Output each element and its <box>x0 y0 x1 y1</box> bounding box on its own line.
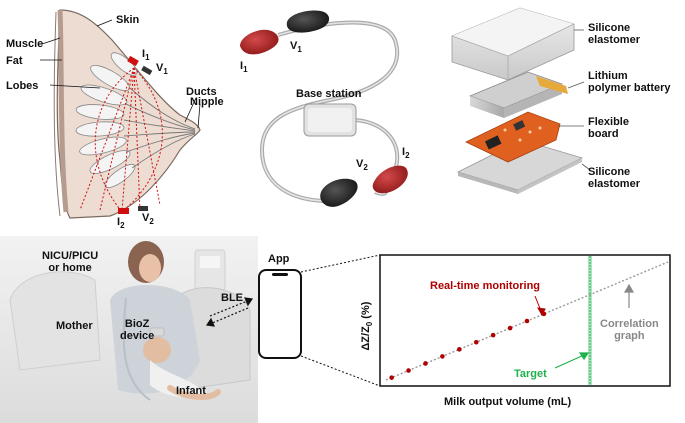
label-device-v2: V2 <box>356 158 368 173</box>
realtime-dot <box>457 347 462 352</box>
wearable-device-illustration <box>240 10 408 207</box>
label-muscle: Muscle <box>6 38 44 50</box>
realtime-dot <box>440 354 445 359</box>
graph-y-axis-label: ΔZ/Z0 (%) <box>359 301 375 351</box>
realtime-dots <box>389 311 547 380</box>
label-base-station: Base station <box>296 88 362 100</box>
label-ble: BLE <box>221 292 243 304</box>
nursing-scene-illustration <box>0 236 381 423</box>
realtime-dot <box>389 375 394 380</box>
label-mother: Mother <box>56 320 93 332</box>
label-electrode-i1: I1 <box>142 48 150 63</box>
label-nipple: Nipple <box>190 96 224 108</box>
graph-x-axis-label: Milk output volume (mL) <box>444 396 572 408</box>
label-electrode-v2: V2 <box>142 212 154 227</box>
realtime-dot <box>423 361 428 366</box>
realtime-dot <box>406 368 411 373</box>
label-realtime-monitoring: Real-time monitoring <box>430 280 541 292</box>
label-electrode-v1: V1 <box>156 62 168 77</box>
breast-anatomy-illustration <box>40 9 201 219</box>
label-device-v1: V1 <box>290 40 302 55</box>
realtime-dot <box>473 339 479 345</box>
realtime-dot <box>507 325 513 331</box>
label-lobes: Lobes <box>6 80 39 92</box>
label-app: App <box>268 253 290 265</box>
label-infant: Infant <box>176 385 206 397</box>
label-skin: Skin <box>116 14 140 26</box>
realtime-dot <box>524 318 530 324</box>
label-target: Target <box>514 368 547 380</box>
exploded-device-illustration <box>451 7 591 194</box>
label-device-i1: I1 <box>240 60 248 75</box>
label-fat: Fat <box>6 55 23 67</box>
realtime-dot <box>490 332 496 338</box>
correlation-graph <box>379 254 671 387</box>
label-device-i2: I2 <box>402 146 410 161</box>
label-electrode-i2: I2 <box>117 216 125 231</box>
label-ducts: Ducts <box>186 86 217 98</box>
